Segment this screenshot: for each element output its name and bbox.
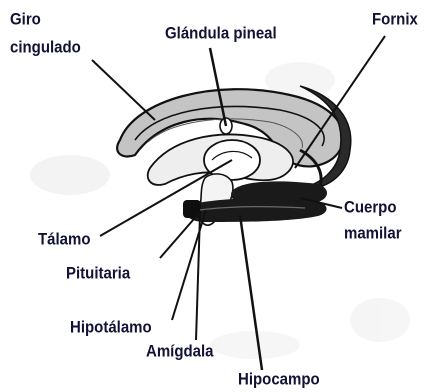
label-giro-cingulado-line2: cingulado xyxy=(10,38,81,57)
leader-hipotalamo xyxy=(172,210,206,320)
leader-giro xyxy=(92,60,155,120)
label-cuerpo-mamilar-line2: mamilar xyxy=(344,224,402,243)
label-glandula-pineal: Glándula pineal xyxy=(165,24,277,43)
label-cuerpo-mamilar-line1: Cuerpo xyxy=(344,198,397,217)
label-pituitaria: Pituitaria xyxy=(66,264,130,283)
label-amigdala: Amígdala xyxy=(146,342,214,361)
label-hipotalamo: Hipotálamo xyxy=(70,318,152,337)
label-giro-cingulado-line1: Giro xyxy=(10,10,41,29)
label-hipocampo: Hipocampo xyxy=(238,370,320,389)
label-fornix: Fornix xyxy=(372,10,418,29)
label-talamo: Tálamo xyxy=(38,230,91,249)
hippocampus-shape xyxy=(185,198,327,222)
